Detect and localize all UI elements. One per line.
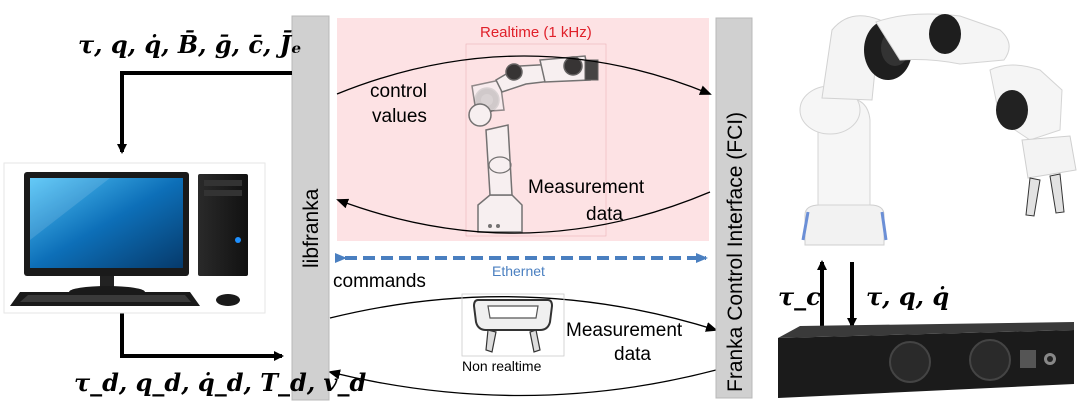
- controller-box-illustration: [778, 322, 1074, 398]
- libfranka-label: libfranka: [300, 188, 323, 268]
- measurement-rt-line2: data: [586, 204, 623, 225]
- realtime-label: Realtime (1 kHz): [480, 24, 592, 41]
- fci-bar: [715, 17, 753, 399]
- libfranka-bar: [291, 15, 330, 401]
- computer-illustration: [3, 162, 266, 314]
- control-values-arrow: [336, 55, 712, 95]
- center-robot-illustration: [465, 43, 607, 237]
- tau-c-math: τ_c: [778, 282, 821, 311]
- measurement-rt-line1: Measurement: [528, 177, 645, 198]
- realtime-region: [337, 18, 709, 241]
- commands-label: commands: [333, 271, 426, 292]
- pc-input-arrow: [117, 71, 292, 154]
- pc-output-math: τ_d, q_d, q̇_d, T_d, v_d: [74, 368, 366, 397]
- gripper-illustration: [461, 293, 565, 357]
- ethernet-label: Ethernet: [492, 263, 545, 279]
- measurement-rt-arrow: [336, 191, 711, 234]
- measurement-nrt-line2: data: [614, 344, 651, 365]
- pc-output-arrow: [120, 313, 284, 361]
- pc-input-math: τ, q, q̇, B̄, ḡ, c̄, J̄ₑ: [78, 30, 302, 59]
- fci-label: Franka Control Interface (FCI): [724, 112, 747, 392]
- non-realtime-label: Non realtime: [462, 358, 542, 374]
- robot-illustration: [788, 5, 1077, 260]
- measurement-nrt-line1: Measurement: [566, 320, 683, 341]
- control-values-line1: control: [370, 81, 427, 102]
- measurement-nrt-arrow: [328, 369, 717, 397]
- robot-state-math: τ, q, q̇: [866, 282, 949, 311]
- control-values-line2: values: [372, 106, 427, 127]
- commands-arrow: [329, 296, 718, 332]
